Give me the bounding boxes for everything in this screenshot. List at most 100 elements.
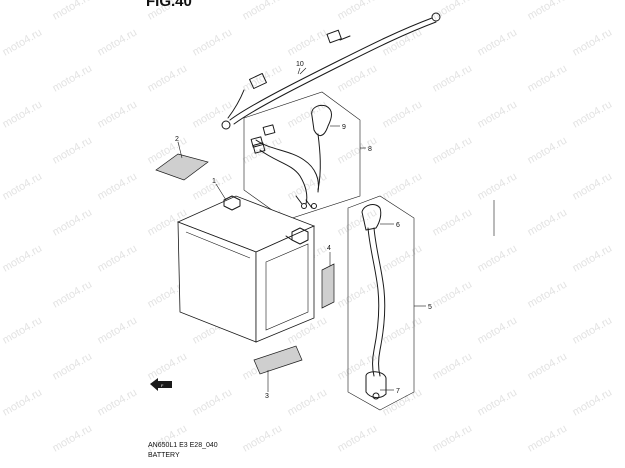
watermark-text: moto4.ru [526,134,570,166]
watermark-text: moto4.ru [381,314,425,346]
watermark-text: moto4.ru [51,134,95,166]
callout-2: 2 [175,136,183,159]
callout-3: 3 [265,370,269,400]
watermark-text: moto4.ru [286,26,330,58]
watermark-text: moto4.ru [336,0,380,23]
watermark-text: moto4.ru [51,206,95,238]
watermark-text: moto4.ru [381,26,425,58]
watermark-text: moto4.ru [286,98,330,130]
svg-text:8: 8 [368,146,372,153]
watermark-text: moto4.ru [51,0,95,23]
watermark-text: moto4.ru [96,98,140,130]
watermark-text: moto4.ru [146,422,190,454]
watermark-text: moto4.ru [526,350,570,382]
callout-10: 10 [296,61,304,75]
svg-text:1: 1 [212,178,216,185]
watermark-text: moto4.ru [476,386,520,418]
callout-4: 4 [327,245,331,266]
watermark-text: moto4.ru [476,98,520,130]
callout-5: 5 [414,304,432,311]
watermark-text: moto4.ru [381,242,425,274]
watermark-text: moto4.ru [191,98,235,130]
watermark-text: moto4.ru [431,350,475,382]
watermark-text: moto4.ru [286,170,330,202]
part-4-spacer [321,263,335,309]
callout-6: 6 [380,222,400,229]
svg-text:2: 2 [175,136,179,143]
watermark-text: moto4.ru [526,62,570,94]
svg-text:7: 7 [396,388,400,395]
watermark-text: moto4.ru [1,314,45,346]
watermark-text: moto4.ru [1,386,45,418]
watermark-text: moto4.ru [51,278,95,310]
watermark-text: moto4.ru [336,422,380,454]
watermark-text: moto4.ru [241,422,285,454]
watermark-text: moto4.ru [431,422,475,454]
part-5-cable-assembly [347,195,415,411]
watermark-text: moto4.ru [571,314,615,346]
watermark-text: moto4.ru [571,386,615,418]
watermark-text: moto4.ru [476,170,520,202]
watermark-text: moto4.ru [51,350,95,382]
watermark-text: moto4.ru [476,26,520,58]
callout-7: 7 [380,388,400,395]
watermark-text: moto4.ru [96,314,140,346]
watermark-text: moto4.ru [431,278,475,310]
watermark-text: moto4.ru [476,314,520,346]
watermark-text: moto4.ru [431,134,475,166]
part-10-lead-wire [221,12,441,130]
watermark-text: moto4.ru [191,26,235,58]
watermark-text: moto4.ru [381,386,425,418]
model-code: AN650L1 E3 E28_040 [148,442,218,449]
watermark-text: moto4.ru [526,278,570,310]
watermark-text: moto4.ru [571,98,615,130]
part-1-battery [176,195,316,343]
part-2-pad [155,153,209,181]
watermark-text: moto4.ru [571,170,615,202]
svg-text:6: 6 [396,222,400,229]
watermark-text: moto4.ru [381,170,425,202]
watermark-text: moto4.ru [96,242,140,274]
part-8-subassembly [243,91,361,221]
watermark-text: moto4.ru [96,386,140,418]
front-direction-arrow-icon: F [150,378,172,391]
svg-text:9: 9 [342,124,346,131]
watermark-text: moto4.ru [1,170,45,202]
watermark-text: moto4.ru [241,62,285,94]
watermark-text: moto4.ru [336,62,380,94]
watermark-text: moto4.ru [381,98,425,130]
watermark-text: moto4.ru [431,206,475,238]
watermark-text: moto4.ru [1,26,45,58]
watermark-text: moto4.ru [191,386,235,418]
watermark-text: moto4.ru [571,26,615,58]
section-title: BATTERY [148,452,180,459]
watermark-text: moto4.ru [571,242,615,274]
svg-text:10: 10 [296,61,304,68]
part-3-pad [253,345,303,375]
watermark-text: moto4.ru [336,278,380,310]
svg-text:4: 4 [327,245,331,252]
watermark-text: moto4.ru [476,242,520,274]
watermark-text: moto4.ru [241,134,285,166]
watermark-text: moto4.ru [336,206,380,238]
watermark-text: moto4.ru [146,62,190,94]
callout-9: 9 [330,124,346,131]
callout-1: 1 [212,178,227,201]
watermark-text: moto4.ru [336,134,380,166]
watermark-text: moto4.ru [241,0,285,23]
svg-text:3: 3 [265,393,269,400]
svg-text:F: F [161,383,164,388]
watermark-text: moto4.ru [96,26,140,58]
watermark-text: moto4.ru [96,170,140,202]
watermark-text: moto4.ru [286,386,330,418]
watermark-text: moto4.ru [526,206,570,238]
watermark-text: moto4.ru [146,350,190,382]
callout-8: 8 [360,146,372,153]
watermark-text: moto4.ru [526,422,570,454]
watermark-text: moto4.ru [526,0,570,23]
svg-text:5: 5 [428,304,432,311]
watermark-text: moto4.ru [51,422,95,454]
watermark-text: moto4.ru [1,98,45,130]
watermark-text: moto4.ru [51,62,95,94]
